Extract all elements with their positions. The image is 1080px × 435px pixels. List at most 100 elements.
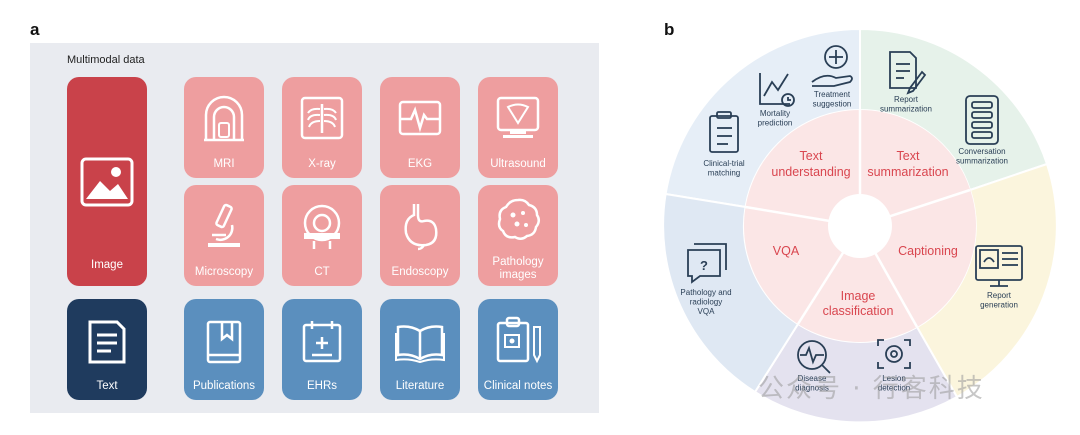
disease-l2: diagnosis — [795, 384, 829, 393]
pathology-tile: Pathology images — [478, 185, 558, 286]
clinical-trial-l2: matching — [708, 169, 740, 178]
publications-label: Publications — [192, 380, 255, 392]
panel-a-title: Multimodal data — [67, 54, 145, 66]
magnifier-pulse-icon — [797, 340, 831, 374]
ultrasound-icon — [496, 96, 540, 138]
image-icon — [80, 157, 134, 207]
mri-tile: MRI — [184, 77, 264, 178]
ultrasound-label: Ultrasound — [490, 158, 546, 170]
treatment-l1: Treatment — [814, 90, 851, 99]
watermark: 公众号 · 行客科技 — [758, 374, 985, 404]
literature-label: Literature — [395, 380, 445, 392]
pathology-vqa-l2: radiology — [690, 298, 722, 307]
treatment-l2: suggestion — [813, 100, 852, 109]
conversation-l2: summarization — [956, 157, 1008, 166]
lesion-l1: Lesion — [882, 374, 906, 383]
clinical-notes-label: Clinical notes — [483, 380, 553, 392]
panel-a-multimodal-data: Multimodal data Image Text MRI — [30, 43, 599, 413]
xray-label: X-ray — [308, 158, 336, 170]
publications-tile: Publications — [184, 299, 264, 400]
xray-tile: X-ray — [282, 77, 362, 178]
disease-l1: Disease — [798, 374, 827, 383]
microscopy-label: Microscopy — [194, 266, 254, 278]
image-tile-label: Image — [91, 259, 123, 271]
literature-tile: Literature — [380, 299, 460, 400]
microscope-icon — [208, 203, 240, 247]
clipboard-pen-icon — [496, 316, 541, 364]
ehrs-label: EHRs — [306, 380, 338, 392]
image-tile: Image — [67, 77, 147, 286]
cell-icon — [497, 198, 540, 240]
ekg-label: EKG — [407, 158, 433, 170]
endoscopy-label: Endoscopy — [391, 266, 449, 278]
treatment-icon — [811, 45, 853, 87]
pathology-label-line2: images — [499, 269, 537, 281]
endoscopy-tile: Endoscopy — [380, 185, 460, 286]
center-hole — [828, 194, 892, 258]
stomach-icon — [404, 204, 438, 251]
pathology-vqa-l1: Pathology and — [680, 288, 731, 297]
svg-text:?: ? — [700, 258, 708, 273]
ultrasound-tile: Ultrasound — [478, 77, 558, 178]
ct-tile: CT — [282, 185, 362, 286]
ehrs-tile: EHRs — [282, 299, 362, 400]
book-icon — [206, 320, 242, 364]
panel-b-label: b — [664, 20, 675, 39]
mri-scanner-icon — [204, 95, 244, 142]
inner-understanding-l1: Text — [800, 149, 823, 163]
clinical-trial-l1: Clinical-trial — [703, 159, 745, 168]
open-book-icon — [395, 325, 445, 363]
checklist-icon — [709, 111, 739, 153]
lesion-l2: detection — [878, 384, 910, 393]
inner-captioning: Captioning — [898, 244, 958, 258]
mortality-l1: Mortality — [760, 109, 790, 118]
chart-clock-icon — [759, 73, 795, 107]
mortality-l2: prediction — [758, 119, 793, 128]
inner-vqa: VQA — [773, 244, 800, 258]
lesion-scan-icon — [877, 339, 911, 369]
pathology-label-line1: Pathology — [492, 256, 544, 268]
inner-classification-l1: Image — [841, 289, 876, 303]
microscopy-tile: Microscopy — [184, 185, 264, 286]
ct-scanner-icon — [303, 204, 341, 249]
mri-label: MRI — [213, 158, 235, 170]
conversation-l1: Conversation — [958, 147, 1005, 156]
inner-summarization-l2: summarization — [867, 165, 948, 179]
inner-summarization-l1: Text — [897, 149, 920, 163]
report-gen-l1: Report — [987, 291, 1012, 300]
health-record-icon — [302, 321, 342, 363]
report-summ-l1: Report — [894, 95, 919, 104]
question-bubble-icon — [687, 243, 727, 284]
ekg-monitor-icon — [398, 100, 442, 136]
panel-a-label: a — [30, 20, 40, 39]
conversation-icon — [965, 95, 999, 145]
ct-label: CT — [314, 266, 330, 278]
ekg-tile: EKG — [380, 77, 460, 178]
report-pen-icon — [889, 51, 927, 95]
report-gen-l2: generation — [980, 301, 1018, 310]
inner-understanding-l2: understanding — [771, 165, 850, 179]
report-summ-l2: summarization — [880, 105, 932, 114]
xray-chest-icon — [300, 96, 344, 140]
monitor-report-icon — [975, 245, 1023, 287]
document-icon — [88, 320, 126, 364]
text-tile-label: Text — [96, 380, 118, 392]
inner-classification-l2: classification — [823, 304, 894, 318]
clinical-notes-tile: Clinical notes — [478, 299, 558, 400]
panel-b-task-wheel: Text understanding Text summarization Capt… — [660, 27, 1060, 430]
pathology-vqa-l3: VQA — [698, 307, 716, 316]
text-tile: Text — [67, 299, 147, 400]
task-wheel-diagram: Text understanding Text summarization Capt… — [662, 27, 1058, 424]
